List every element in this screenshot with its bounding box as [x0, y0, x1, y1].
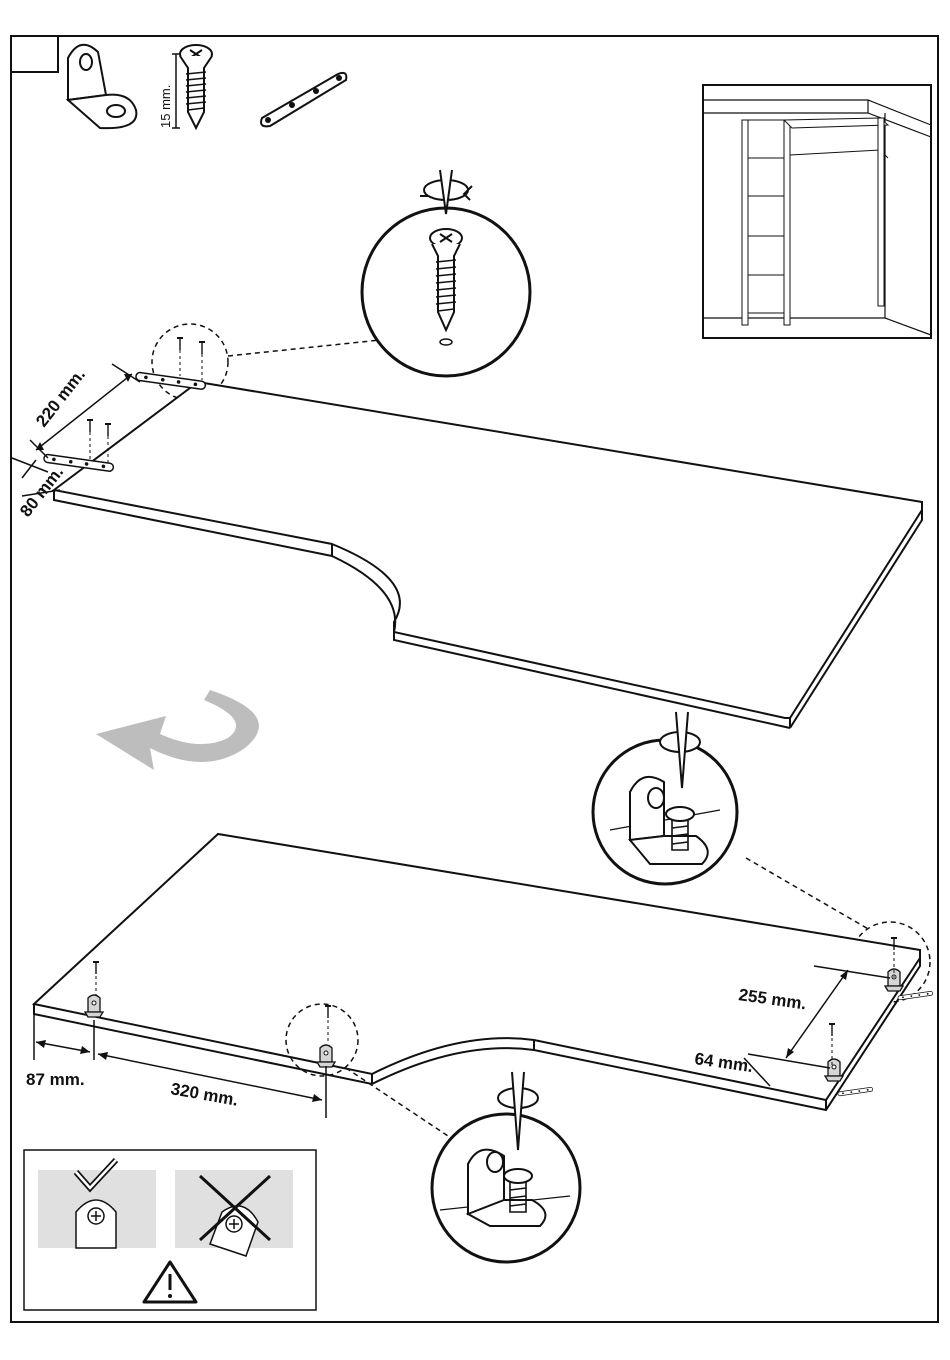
screw-length-label: 15 mm. — [158, 85, 173, 128]
step-number-box — [11, 36, 58, 72]
l-bracket-right-front — [825, 1059, 843, 1081]
wardrobe-overview-illustration — [703, 85, 931, 338]
screw-marker — [199, 342, 205, 354]
screw-detail-magnifier — [362, 170, 530, 376]
screw-marker — [105, 424, 111, 436]
dimension-label-220: 220 mm. — [32, 365, 89, 430]
callout-line-top — [228, 340, 380, 356]
screw-marker — [87, 420, 93, 432]
screw-icon — [180, 45, 212, 128]
l-bracket-icon — [68, 45, 136, 128]
mending-plate-top-rear — [135, 372, 205, 390]
l-bracket-left — [85, 995, 103, 1017]
callout-line-center — [346, 1068, 460, 1144]
callout-line-right — [746, 858, 870, 930]
l-bracket-center — [317, 1045, 335, 1067]
legend-correct-bracket — [76, 1200, 116, 1248]
mending-plate-icon — [261, 73, 346, 126]
top-panel — [54, 382, 922, 728]
bracket-detail-magnifier-center — [432, 1072, 580, 1262]
dimension-label-87: 87 mm. — [26, 1070, 85, 1089]
screw-marker — [177, 338, 183, 350]
mending-plate-bottom-front — [838, 1087, 873, 1096]
flip-arrow-icon — [96, 690, 259, 770]
dimension-label-320: 320 mm. — [169, 1079, 239, 1110]
bracket-detail-magnifier-right — [593, 712, 737, 884]
